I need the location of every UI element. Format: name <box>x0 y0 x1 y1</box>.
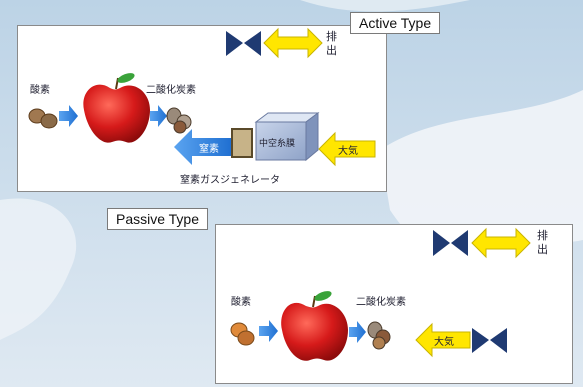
active-co2-arrow <box>150 105 167 127</box>
active-nitrogen-arrow <box>174 129 232 165</box>
active-exhaust-label: 排出 <box>326 30 337 57</box>
active-oxygen-label: 酸素 <box>30 85 50 96</box>
passive-co2-pellets <box>367 321 391 350</box>
active-membrane-box <box>254 112 320 162</box>
active-type-panel <box>17 25 387 192</box>
passive-exhaust-label: 排出 <box>537 229 548 256</box>
passive-oxygen-arrow <box>259 320 278 342</box>
passive-air-valve <box>472 328 507 353</box>
active-membrane-label: 中空糸膜 <box>259 139 296 149</box>
active-air-label: 大気 <box>338 146 358 157</box>
active-exhaust-arrow <box>263 27 323 59</box>
passive-co2-label: 二酸化炭素 <box>356 297 406 308</box>
passive-air-arrow <box>415 322 471 358</box>
active-oxygen-pellets <box>28 108 58 129</box>
passive-air-label: 大気 <box>434 337 454 348</box>
active-type-title: Active Type <box>350 12 441 34</box>
passive-co2-arrow <box>349 321 366 343</box>
passive-type-title: Passive Type <box>107 208 209 230</box>
active-generator-label: 窒素ガスジェネレータ <box>180 175 280 186</box>
passive-type-panel <box>215 224 573 384</box>
active-oxygen-arrow <box>59 105 78 127</box>
passive-exhaust-arrow <box>471 227 531 259</box>
active-nitrogen-label: 窒素 <box>199 144 219 155</box>
passive-oxygen-label: 酸素 <box>231 297 251 308</box>
active-generator-filter <box>231 128 253 158</box>
active-co2-label: 二酸化炭素 <box>146 85 196 96</box>
active-exhaust-valve <box>226 31 261 56</box>
passive-exhaust-valve <box>433 230 468 256</box>
active-co2-pellets <box>166 107 192 134</box>
passive-oxygen-pellets <box>230 322 255 346</box>
active-apple <box>83 73 150 143</box>
active-air-arrow <box>318 131 376 167</box>
passive-apple <box>281 291 348 361</box>
